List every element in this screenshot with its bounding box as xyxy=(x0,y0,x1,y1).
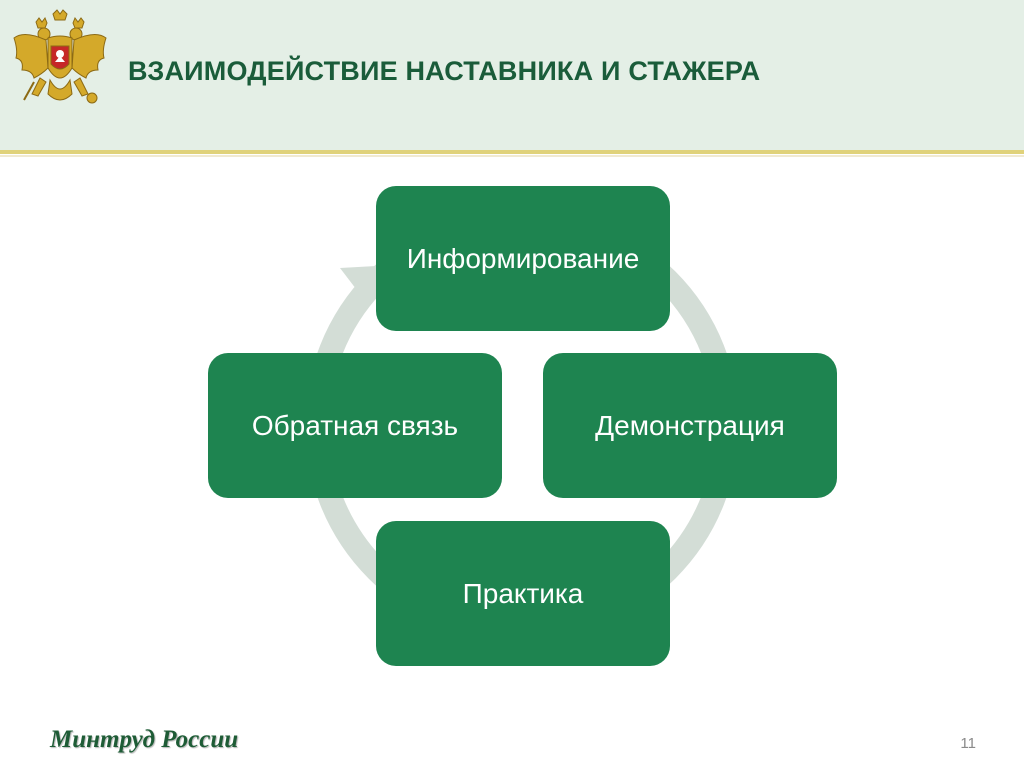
russian-coat-of-arms-icon xyxy=(13,9,107,104)
cycle-node-label: Демонстрация xyxy=(595,409,785,441)
cycle-node-practice: Практика xyxy=(376,521,670,666)
footer-brand: Минтруд России xyxy=(50,726,239,753)
cycle-node-demonstration: Демонстрация xyxy=(543,353,837,498)
header-divider-light xyxy=(0,155,1024,157)
cycle-node-feedback: Обратная связь xyxy=(208,353,502,498)
slide-title: ВЗАИМОДЕЙСТВИЕ НАСТАВНИКА И СТАЖЕРА xyxy=(128,56,761,86)
cycle-node-label: Обратная связь xyxy=(251,409,459,441)
cycle-node-informing: Информирование xyxy=(376,186,670,331)
cycle-node-label: Информирование xyxy=(406,242,640,274)
slide-header xyxy=(0,0,1024,152)
cycle-node-label: Практика xyxy=(462,577,584,609)
header-divider xyxy=(0,150,1024,154)
page-number: 11 xyxy=(960,735,976,752)
